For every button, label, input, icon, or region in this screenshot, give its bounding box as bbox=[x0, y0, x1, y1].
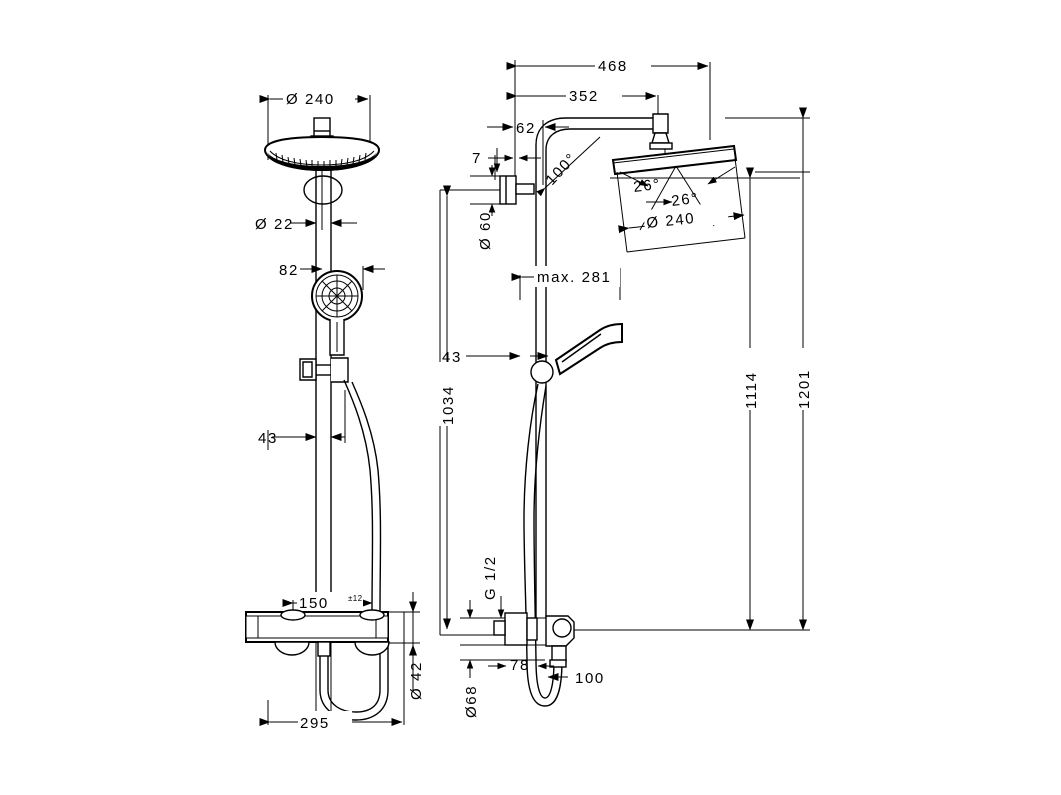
hand-shower-front bbox=[311, 270, 363, 356]
dim-front-295: 295 bbox=[259, 711, 403, 732]
dim-label-d42: Ø 42 bbox=[408, 661, 425, 700]
dim-label-150: 150 bbox=[299, 595, 329, 612]
shower-hose-front bbox=[319, 379, 389, 721]
dim-side-7: 7 bbox=[472, 148, 541, 173]
dim-label-1034: 1034 bbox=[440, 385, 457, 425]
dim-label-78: 78 bbox=[510, 657, 530, 674]
dim-front-d42: Ø 42 bbox=[388, 592, 425, 700]
dim-label-100deg: 100° bbox=[542, 150, 580, 189]
hand-shower-side bbox=[530, 322, 623, 384]
dim-label-43-front: 43 bbox=[258, 430, 278, 447]
dim-label-82: 82 bbox=[279, 262, 299, 279]
dim-side-1201: 1201 bbox=[792, 107, 814, 631]
dim-label-1201: 1201 bbox=[796, 369, 813, 409]
dim-label-d240-front: Ø 240 bbox=[286, 91, 335, 108]
dim-label-7: 7 bbox=[472, 150, 482, 167]
dim-front-d22: Ø 22 bbox=[255, 216, 357, 233]
dim-side-100deg: 100° bbox=[536, 136, 601, 197]
front-view-group: Ø 240 bbox=[245, 88, 425, 732]
thermostatic-valve-front bbox=[245, 609, 390, 657]
dim-label-26deg-right: 26° bbox=[670, 190, 699, 210]
dim-side-d68: Ø68 bbox=[463, 600, 480, 718]
dim-label-352: 352 bbox=[569, 88, 599, 105]
wall-bracket-side bbox=[499, 175, 535, 205]
dim-side-g12: G 1/2 bbox=[482, 555, 505, 619]
dim-side-78: 78 bbox=[488, 657, 554, 674]
dim-label-62: 62 bbox=[516, 120, 536, 137]
dim-label-max281: max. 281 bbox=[537, 269, 612, 286]
dim-front-150: 150 ±12 bbox=[282, 592, 373, 618]
dim-side-352: 352 bbox=[506, 85, 657, 106]
dim-label-150-tolerance: ±12 bbox=[348, 594, 363, 603]
dim-side-d240: Ø 240 bbox=[618, 201, 745, 234]
dim-label-100: 100 bbox=[575, 670, 605, 687]
dim-side-max281: max. 281 bbox=[511, 266, 620, 287]
dim-side-468: 468 bbox=[506, 55, 709, 76]
hand-shower-holder-front bbox=[299, 357, 349, 383]
dim-side-26deg-right: 26° bbox=[646, 166, 736, 210]
dim-side-62: 62 bbox=[487, 120, 569, 137]
dim-label-d240-side: Ø 240 bbox=[646, 210, 696, 232]
hand-shower-spray-pattern bbox=[316, 275, 358, 317]
dim-label-d60: Ø 60 bbox=[477, 211, 494, 250]
riser-pipe-front bbox=[303, 170, 343, 612]
dim-side-d60: Ø 60 bbox=[470, 165, 500, 250]
overhead-shower-side bbox=[611, 144, 738, 176]
dim-label-d68: Ø68 bbox=[463, 685, 480, 718]
side-view-group: 468 352 62 7 bbox=[436, 55, 814, 718]
dim-side-1034: 1034 bbox=[436, 185, 458, 630]
thermostatic-valve-side bbox=[493, 612, 575, 668]
nozzle-ticks bbox=[275, 152, 367, 168]
dim-side-1114: 1114 bbox=[739, 167, 761, 631]
dim-label-g12: G 1/2 bbox=[482, 555, 499, 600]
dim-front-82: 82 bbox=[279, 262, 385, 290]
dim-front-d240: Ø 240 bbox=[259, 88, 369, 109]
dim-label-d22: Ø 22 bbox=[255, 216, 294, 233]
overhead-shower-front bbox=[263, 117, 381, 172]
dim-front-43: 43 bbox=[258, 390, 346, 447]
riser-and-arm-side bbox=[535, 113, 673, 618]
dim-side-100: 100 bbox=[547, 670, 605, 687]
dim-label-295: 295 bbox=[300, 715, 330, 732]
dim-label-468: 468 bbox=[598, 58, 628, 75]
dim-side-26deg-left: 26° bbox=[619, 171, 662, 196]
dim-label-1114: 1114 bbox=[743, 371, 760, 409]
dim-label-26deg-left: 26° bbox=[632, 176, 661, 196]
